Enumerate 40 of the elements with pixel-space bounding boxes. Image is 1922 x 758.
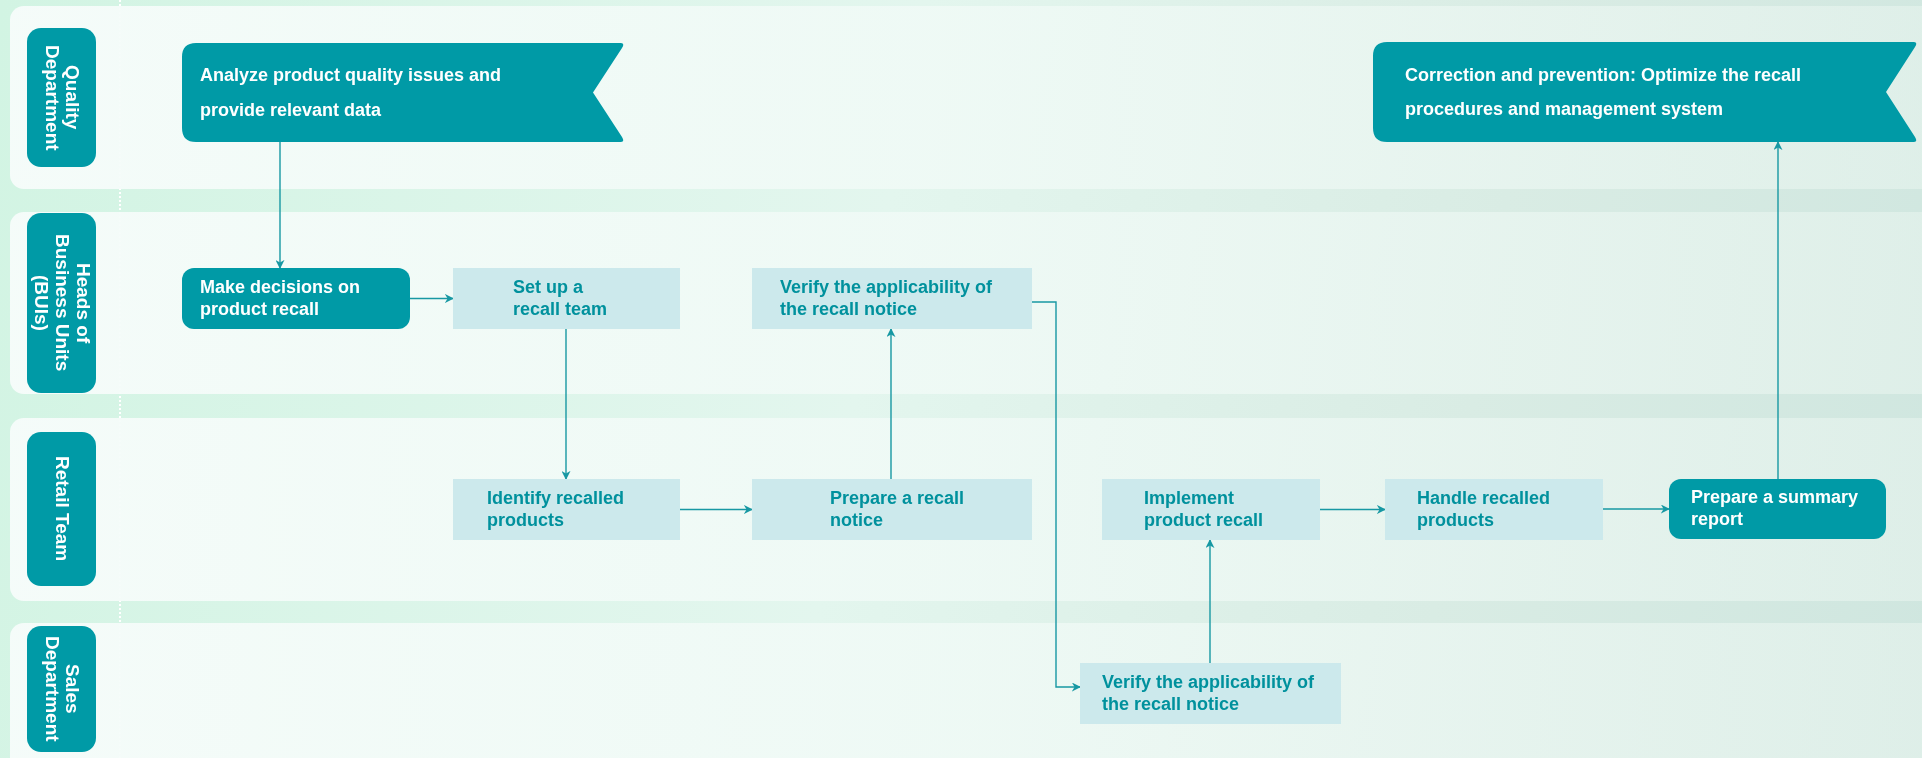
lane-header: Retail Team	[27, 432, 96, 586]
lane-header: Sales Department	[27, 626, 96, 752]
process-box	[1080, 663, 1341, 724]
node-label: Analyze product quality issues and provide relevant data	[200, 65, 502, 120]
swimlane-band	[10, 212, 1922, 394]
process-box	[182, 268, 410, 329]
arrow	[1319, 505, 1386, 514]
node-label: Correction and prevention: Optimize the recall procedures and management system	[1405, 64, 1802, 119]
process-box	[1102, 479, 1320, 540]
arrow	[1773, 141, 1783, 480]
arrow	[1602, 504, 1670, 514]
banner-box	[1373, 42, 1918, 142]
banner-box	[182, 43, 625, 142]
lane-header: Heads of Business Units (BUIs)	[27, 213, 96, 393]
node-label: Verify the applicability of the recall notice	[780, 276, 993, 319]
arrow	[679, 505, 753, 514]
arrow	[409, 294, 454, 303]
node-label: Make decisions on product recall	[200, 276, 361, 319]
arrow	[1031, 301, 1081, 692]
node-label: Verify the applicability of the recall notice	[1102, 671, 1315, 714]
arrow	[561, 328, 571, 480]
process-box	[453, 479, 680, 540]
swimlane-band	[10, 6, 1922, 189]
arrow	[886, 328, 896, 480]
node-label: Prepare a summary report	[1691, 487, 1859, 529]
process-box	[1385, 479, 1603, 540]
arrow	[275, 141, 285, 269]
process-box	[752, 479, 1032, 540]
process-box	[1669, 479, 1886, 539]
lane-header: Quality Department	[27, 28, 96, 167]
node-label: Set up a recall team	[513, 276, 608, 319]
process-box	[453, 268, 680, 329]
swimlane-band	[10, 418, 1922, 601]
node-label: Identify recalled products	[487, 487, 625, 530]
arrow	[1205, 539, 1215, 664]
node-label: Prepare a recall notice	[830, 487, 965, 530]
node-label: Implement product recall	[1144, 487, 1264, 530]
process-box	[752, 268, 1032, 329]
swimlane-band	[10, 623, 1922, 758]
node-label: Handle recalled products	[1417, 487, 1551, 530]
